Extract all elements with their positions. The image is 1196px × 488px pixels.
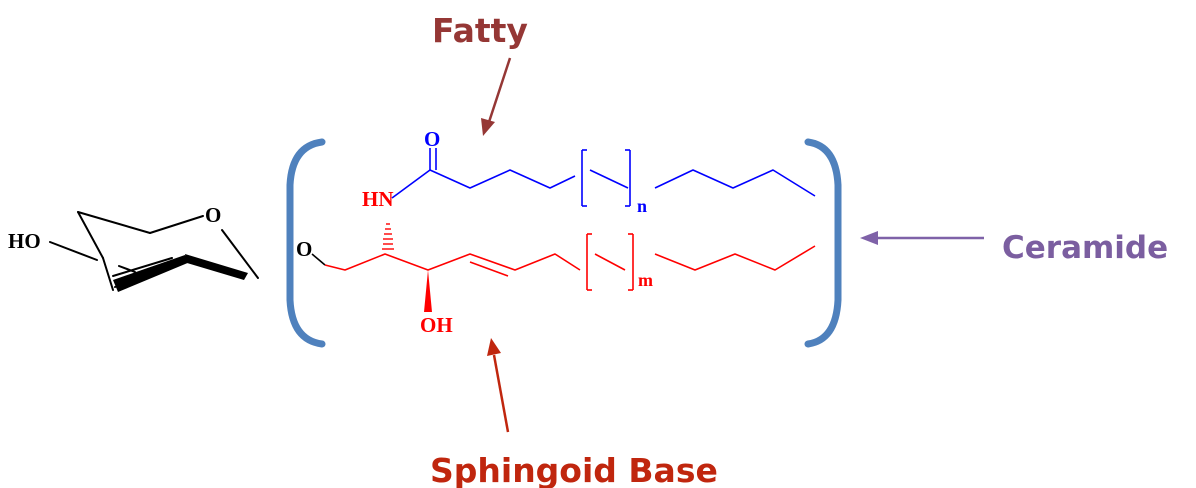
ceramide-arrow [860, 231, 984, 245]
linking-oxygen: O [296, 237, 312, 261]
carbonyl-oxygen-label: O [424, 127, 440, 151]
sugar-ho-label: HO [8, 229, 41, 253]
ceramide-label: Ceramide [1002, 230, 1168, 266]
sugar-ring-oxygen: O [205, 203, 221, 227]
ceramide-right-bracket [804, 138, 842, 348]
glucose-ring [49, 211, 259, 291]
sphingoid-arrow [487, 338, 510, 433]
sphingoid-wedge-bond [424, 270, 432, 312]
sphingoid-base-label: Sphingoid Base [430, 451, 718, 488]
linking-oxygen-bond [311, 253, 326, 266]
sphingoid-hash-bond [382, 223, 394, 250]
glucose-bold-bond [113, 255, 190, 292]
fatty-arrow [481, 57, 512, 136]
fatty-label: Fatty [432, 11, 528, 50]
amide-hn-label: HN [362, 187, 394, 211]
hydroxyl-oh-label: OH [420, 313, 453, 337]
repeat-index-n: n [637, 196, 647, 216]
glucose-bold-bond-right [185, 254, 248, 280]
ceramide-left-bracket [286, 138, 326, 348]
fatty-acyl-chain [391, 148, 816, 207]
sphingoid-chain [324, 233, 816, 291]
repeat-index-m: m [638, 270, 653, 290]
